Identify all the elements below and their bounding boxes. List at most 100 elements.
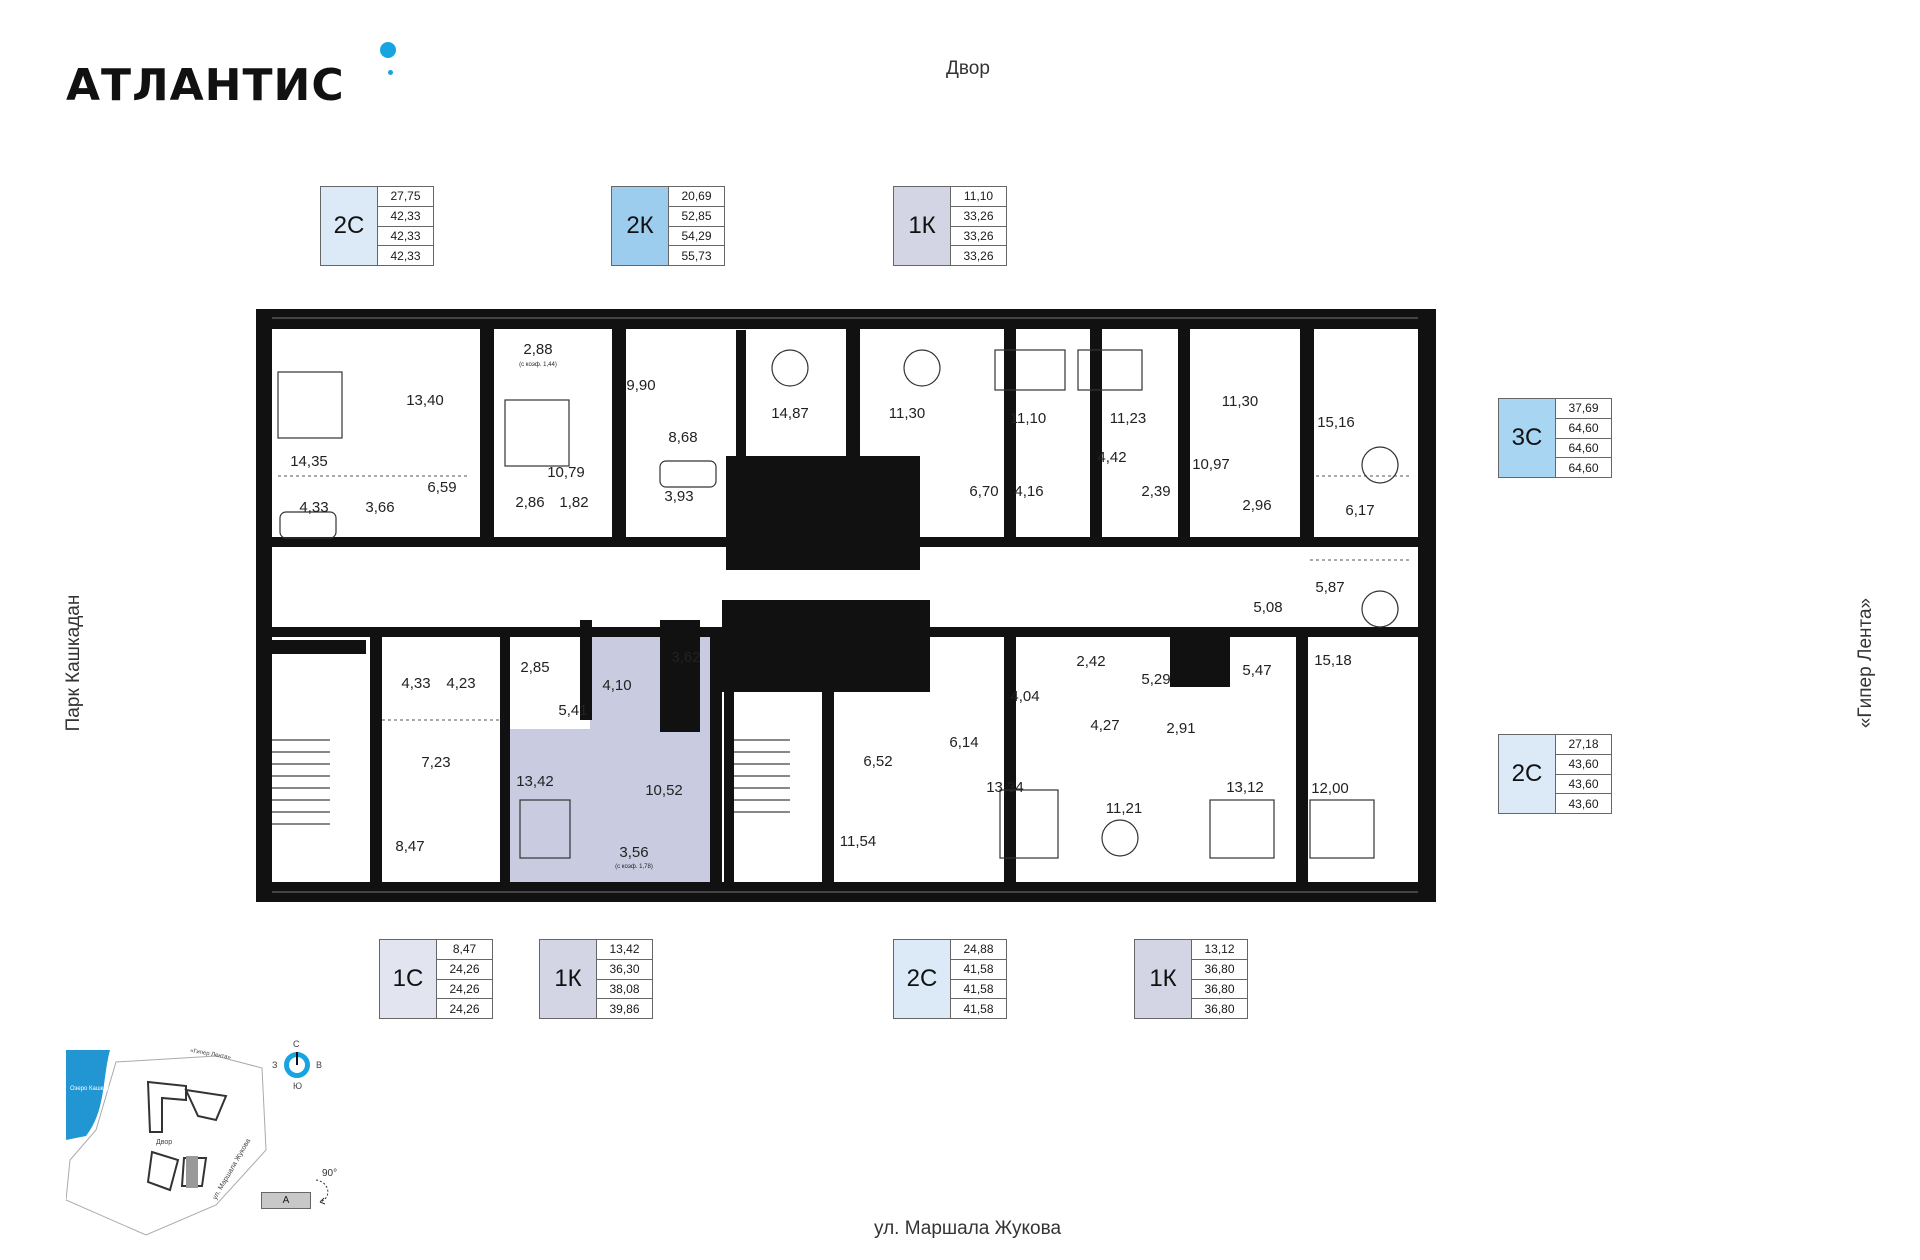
legend-1k-bottom-b[interactable]: 1К 13,12 36,80 36,80 36,80 (1134, 939, 1248, 1019)
room-area: 11,30 (1222, 393, 1258, 410)
room-area: 10,79 (547, 464, 585, 481)
room-area: 3,62 (671, 649, 700, 666)
legend-2c-bottom[interactable]: 2С 24,88 41,58 41,58 41,58 (893, 939, 1007, 1019)
legend-value: 41,58 (951, 998, 1007, 1019)
room-area: 6,70 (969, 483, 998, 500)
windows (272, 317, 1418, 893)
legend-value: 41,58 (951, 978, 1007, 999)
room-labels-top: 14,35 13,40 6,59 4,33 3,66 2,88 (с коэф.… (290, 341, 1374, 519)
room-area: 2,42 (1076, 653, 1105, 670)
section-marker: А (261, 1192, 311, 1209)
room-area: 6,17 (1345, 502, 1374, 519)
legend-type: 3С (1498, 398, 1556, 478)
room-area: 4,23 (446, 675, 475, 692)
room-area: 8,47 (395, 838, 424, 855)
legend-value: 24,26 (437, 978, 493, 999)
legend-value: 64,60 (1556, 417, 1612, 438)
legend-value: 64,60 (1556, 437, 1612, 458)
room-labels-bottom: 4,33 4,23 7,23 8,47 2,85 4,10 5,41 3,62 … (395, 579, 1351, 870)
room-area: 4,16 (1014, 483, 1043, 500)
rotation-label: 90° (322, 1168, 338, 1179)
legend-value: 43,60 (1556, 753, 1612, 774)
logo-dot-small-icon (388, 70, 393, 75)
room-note: (с коэф. 1,78) (615, 864, 653, 870)
room-area: 10,52 (645, 782, 683, 799)
room-area: 6,52 (863, 753, 892, 770)
legend-value: 64,60 (1556, 457, 1612, 478)
room-area: 5,29 (1141, 671, 1170, 688)
brand-logo: АТЛАНТИС (66, 60, 345, 111)
legend-value: 8,47 (437, 939, 493, 959)
room-area: 3,93 (664, 488, 693, 505)
room-area: 3,56 (619, 844, 648, 861)
room-area: 5,41 (558, 702, 587, 719)
legend-value: 36,80 (1192, 978, 1248, 999)
legend-2c-top[interactable]: 2С 27,75 42,33 42,33 42,33 (320, 186, 434, 266)
compass-needle (296, 1052, 298, 1065)
legend-3c-right[interactable]: 3С 37,69 64,60 64,60 64,60 (1498, 398, 1612, 478)
lake-shape (66, 1050, 110, 1140)
legend-type: 2С (1498, 734, 1556, 814)
legend-value: 36,80 (1192, 998, 1248, 1019)
legend-2c-right[interactable]: 2С 27,18 43,60 43,60 43,60 (1498, 734, 1612, 814)
legend-1k-top[interactable]: 1К 11,10 33,26 33,26 33,26 (893, 186, 1007, 266)
room-area: 11,23 (1110, 410, 1146, 427)
room-area: 11,21 (1106, 800, 1142, 817)
legend-values: 8,47 24,26 24,26 24,26 (437, 939, 493, 1019)
orientation-bottom-label: ул. Маршала Жукова (874, 1218, 1062, 1239)
legend-value: 43,60 (1556, 773, 1612, 794)
room-area: 15,16 (1317, 414, 1355, 431)
legend-1c-bottom[interactable]: 1С 8,47 24,26 24,26 24,26 (379, 939, 493, 1019)
compass-east: В (316, 1060, 323, 1070)
room-area: 5,87 (1315, 579, 1344, 596)
legend-value: 13,42 (597, 939, 653, 959)
legend-values: 13,12 36,80 36,80 36,80 (1192, 939, 1248, 1019)
room-area: 11,30 (889, 405, 925, 422)
site-minimap: Озеро Кашкадан «Гипер Лента» Двор ул. Ма… (66, 1048, 267, 1236)
legend-value: 41,58 (951, 958, 1007, 979)
legend-value: 24,26 (437, 998, 493, 1019)
legend-value: 36,30 (597, 958, 653, 979)
room-area: 4,10 (602, 677, 631, 694)
legend-value: 42,33 (378, 225, 434, 246)
elevators (737, 485, 923, 677)
legend-type: 2С (893, 939, 951, 1019)
site-boundary (66, 1055, 267, 1236)
legend-value: 27,75 (378, 186, 434, 206)
room-area: 5,47 (1242, 662, 1271, 679)
minimap-road-top: «Гипер Лента» (190, 1048, 232, 1061)
orientation-top-label: Двор (946, 58, 990, 79)
room-area: 13,42 (516, 773, 554, 790)
room-area: 6,14 (949, 734, 978, 751)
room-area: 4,33 (401, 675, 430, 692)
minimap-lake-label: Озеро Кашкадан (70, 1086, 117, 1092)
selected-building (186, 1156, 198, 1188)
room-area: 13,12 (1226, 779, 1264, 796)
legend-value: 36,80 (1192, 958, 1248, 979)
room-area: 4,33 (299, 499, 328, 516)
legend-values: 20,69 52,85 54,29 55,73 (669, 186, 725, 266)
room-area: 15,18 (1314, 652, 1352, 669)
legend-value: 33,26 (951, 245, 1007, 266)
legend-value: 20,69 (669, 186, 725, 206)
room-area: 2,39 (1141, 483, 1170, 500)
buildings-outline (146, 1080, 228, 1192)
legend-values: 11,10 33,26 33,26 33,26 (951, 186, 1007, 266)
legend-values: 27,18 43,60 43,60 43,60 (1556, 734, 1612, 814)
legend-values: 37,69 64,60 64,60 64,60 (1556, 398, 1612, 478)
legend-1k-bottom-a[interactable]: 1К 13,42 36,30 38,08 39,86 (539, 939, 653, 1019)
legend-type: 1К (893, 186, 951, 266)
compass-north: С (293, 1039, 300, 1049)
room-area: 14,35 (290, 453, 328, 470)
legend-type: 1С (379, 939, 437, 1019)
room-area: 10,97 (1192, 456, 1230, 473)
logo-dot-icon (380, 42, 396, 58)
legend-2k-top[interactable]: 2К 20,69 52,85 54,29 55,73 (611, 186, 725, 266)
minimap-yard: Двор (156, 1139, 172, 1146)
legend-value: 37,69 (1556, 398, 1612, 418)
room-area: 13,34 (986, 779, 1024, 796)
room-area: 14,87 (771, 405, 809, 422)
minimap-road-side: ул. Маршала Жукова (212, 1138, 253, 1201)
room-area: 7,23 (421, 754, 450, 771)
room-area: 2,85 (520, 659, 549, 676)
